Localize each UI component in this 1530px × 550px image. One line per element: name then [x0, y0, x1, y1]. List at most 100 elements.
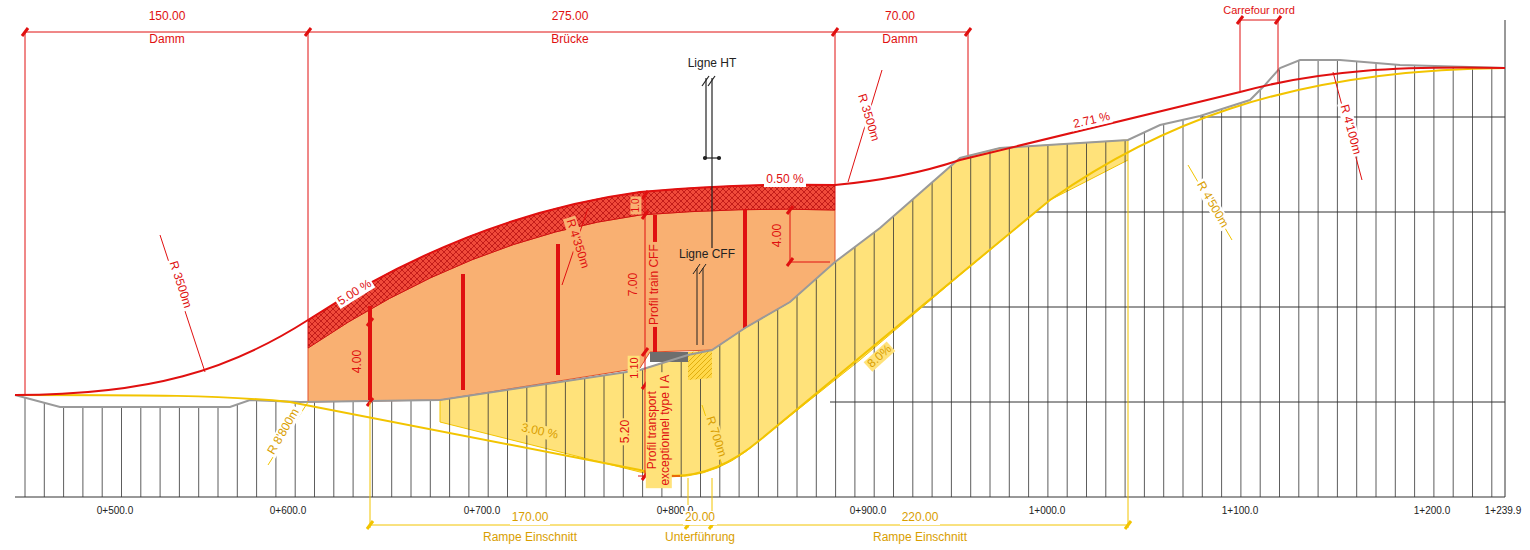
station-label: 1+000.0	[1027, 505, 1067, 516]
dimension-value: 170.00	[510, 511, 551, 524]
bridge-body	[308, 209, 835, 402]
station-label: 1+239.9	[1483, 505, 1523, 516]
power-line-symbol	[702, 76, 721, 248]
line-name: Ligne HT	[686, 57, 739, 70]
grid-line	[951, 166, 952, 498]
grid-line	[604, 375, 605, 497]
grid-line	[82, 407, 83, 497]
grid-line	[1028, 146, 1029, 497]
grid-line	[797, 296, 798, 497]
line-name: Ligne CFF	[677, 248, 737, 261]
grid-line	[237, 404, 238, 497]
grid-line	[526, 387, 527, 497]
grid-line	[25, 398, 26, 497]
gradient-label: 0.50 %	[764, 173, 805, 186]
grid-line	[179, 407, 180, 497]
grid-line	[1183, 120, 1184, 497]
radius-label: R 8'800m	[264, 405, 303, 459]
bridge-deck	[308, 185, 835, 348]
radius-label: R 3500m	[166, 258, 195, 312]
radius-leaders	[160, 70, 1362, 465]
grid-line	[990, 151, 991, 498]
grid-line	[218, 407, 219, 497]
grid-line	[546, 384, 547, 497]
dimension-value: 275.00	[550, 10, 591, 23]
station-label: 1+200.0	[1412, 505, 1452, 516]
grid-line	[1395, 65, 1396, 497]
station-label: 0+900.0	[848, 505, 888, 516]
gradient-label: 2.71 %	[1070, 110, 1113, 132]
grid-line	[719, 345, 720, 497]
grid-line	[314, 402, 315, 497]
underpass-road-line	[15, 68, 1505, 476]
station-label: 1+100.0	[1220, 505, 1260, 516]
grid-line	[1202, 115, 1203, 497]
dimension-value: 20.00	[683, 511, 717, 524]
grid-line	[160, 407, 161, 497]
grid-line	[1067, 144, 1068, 497]
grid-line	[1144, 132, 1145, 497]
terrain-line	[15, 60, 1505, 407]
section-name: Rampe Einschnitt	[481, 531, 579, 544]
grid-line	[835, 262, 836, 498]
grid-line	[932, 182, 933, 497]
dimension-value: 150.00	[147, 10, 188, 23]
grid-line	[1453, 67, 1454, 498]
dimension-chain	[25, 20, 1278, 395]
grid-line	[1491, 68, 1492, 497]
section-name: Damm	[147, 33, 186, 46]
dimension-ticks	[367, 191, 793, 480]
radius-label: R 3500m	[854, 91, 882, 145]
section-name: Damm	[880, 33, 919, 46]
grid-line	[1472, 67, 1473, 497]
grid-line	[1086, 143, 1087, 497]
grid-line	[430, 400, 431, 497]
grid-line	[1125, 140, 1126, 497]
dimension-ticks	[367, 521, 1131, 529]
clearance-label: Profil transport exceptionnel type I A	[646, 372, 672, 488]
grid-line	[970, 155, 971, 497]
grid-line	[1279, 69, 1280, 497]
grid-line	[256, 400, 257, 497]
grid-lines	[15, 20, 1505, 497]
grid-line	[1009, 147, 1010, 497]
bridge-piers	[370, 209, 745, 402]
radius-label: R 4'100m	[1337, 102, 1364, 159]
grid-line	[44, 403, 45, 497]
grid-line	[565, 381, 566, 497]
bridge-road-line	[15, 68, 1505, 395]
dimension-value: 4.00	[351, 348, 364, 375]
grid-line	[140, 407, 141, 497]
station-label: 0+500.0	[95, 505, 135, 516]
clearance-label: Profil train CFF	[647, 243, 660, 328]
dimension-ticks	[22, 16, 1281, 36]
grid-line	[198, 407, 199, 497]
section-name: Carrefour nord	[1221, 4, 1297, 16]
grid-line	[372, 401, 373, 497]
dimension-value: 7.00	[627, 271, 640, 298]
section-name: Unterführung	[663, 531, 737, 544]
rail-line-symbol	[693, 264, 706, 345]
grid-line	[1414, 65, 1415, 497]
section-name: Rampe Einschnitt	[871, 531, 969, 544]
grid-line	[121, 407, 122, 497]
grid-lines	[25, 60, 1492, 497]
dimension-value: 5.20	[619, 418, 632, 445]
grid-line	[1433, 66, 1434, 497]
grid-line	[1047, 145, 1048, 497]
grid-line	[1240, 103, 1241, 497]
gradient-label: 5.00 %	[334, 276, 376, 309]
grid-line	[1376, 63, 1377, 497]
dimension-value: 1.0	[631, 196, 642, 214]
grid-line	[893, 216, 894, 497]
dimension-chain	[370, 160, 1128, 528]
grid-line	[1105, 141, 1106, 497]
grid-line	[391, 401, 392, 497]
radius-label: R 4'500m	[1193, 178, 1232, 232]
radius-label: R 4'350m	[562, 216, 592, 272]
grid-line	[63, 407, 64, 497]
grid-line	[102, 407, 103, 497]
grid-line	[1221, 109, 1222, 497]
grid-line	[353, 401, 354, 497]
